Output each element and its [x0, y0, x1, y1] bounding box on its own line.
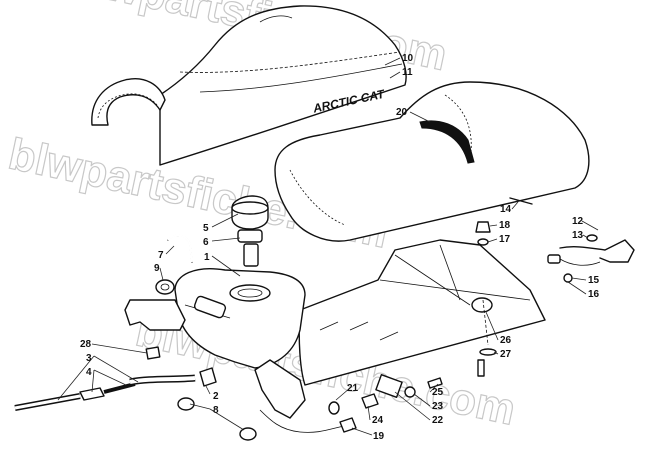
sender-wire[interactable]: [259, 409, 357, 433]
elbow-fitting[interactable]: [199, 367, 217, 387]
strap[interactable]: [509, 197, 533, 205]
callout-13[interactable]: 13: [572, 230, 584, 241]
callout-20[interactable]: 20: [396, 107, 408, 118]
callout-9[interactable]: 9: [154, 263, 160, 274]
callout-8[interactable]: 8: [213, 405, 219, 416]
callout-21[interactable]: 21: [347, 383, 359, 394]
callout-16[interactable]: 16: [588, 289, 600, 300]
tail-light-assembly[interactable]: [547, 234, 635, 283]
tray-fasteners[interactable]: [475, 221, 497, 377]
nut-23: [404, 386, 416, 398]
pad[interactable]: [145, 346, 161, 360]
callout-7[interactable]: 7: [158, 250, 164, 261]
vent-hose[interactable]: [167, 234, 193, 263]
fuel-tank[interactable]: [174, 268, 306, 369]
tank-gauge-window: [193, 295, 227, 319]
callout-28[interactable]: 28: [80, 339, 92, 350]
seat-foam[interactable]: [274, 81, 590, 242]
seat-cover[interactable]: ARCTIC CAT: [91, 5, 407, 166]
fuel-cap[interactable]: [231, 195, 269, 267]
callout-3[interactable]: 3: [86, 353, 92, 364]
callout-6[interactable]: 6: [203, 237, 209, 248]
left-support-bracket[interactable]: [124, 299, 306, 419]
leader-lines: [57, 57, 599, 436]
callout-18[interactable]: 18: [499, 220, 511, 231]
bolt-25: [427, 377, 443, 389]
callout-23[interactable]: 23: [432, 401, 444, 412]
callout-4[interactable]: 4: [86, 367, 92, 378]
tray-hole: [471, 297, 493, 313]
hardware-set[interactable]: [328, 374, 443, 415]
callout-17[interactable]: 17: [499, 234, 511, 245]
callout-24[interactable]: 24: [372, 415, 384, 426]
callout-19[interactable]: 19: [373, 431, 385, 442]
callout-15[interactable]: 15: [588, 275, 600, 286]
tank-filler-neck: [229, 284, 271, 302]
callout-labels: 1 2 3 4 5 6 7 8 9 10 11 12 13 14 15 16 1…: [80, 53, 600, 442]
callout-11[interactable]: 11: [402, 67, 413, 78]
connector-24: [361, 393, 379, 409]
callout-27[interactable]: 27: [500, 349, 512, 360]
callout-10[interactable]: 10: [402, 53, 414, 64]
callout-14[interactable]: 14: [500, 204, 512, 215]
callout-5[interactable]: 5: [203, 223, 209, 234]
rear-tray[interactable]: [298, 239, 546, 386]
callout-22[interactable]: 22: [432, 415, 444, 426]
callout-26[interactable]: 26: [500, 335, 512, 346]
callout-2[interactable]: 2: [213, 391, 219, 402]
washer-21: [328, 401, 340, 415]
plate-22: [375, 374, 403, 398]
hose-clamps[interactable]: [177, 397, 257, 441]
grommet[interactable]: [155, 279, 175, 295]
fuel-line[interactable]: [14, 374, 196, 411]
callout-25[interactable]: 25: [432, 387, 444, 398]
callout-12[interactable]: 12: [572, 216, 584, 227]
callout-1[interactable]: 1: [204, 252, 210, 263]
